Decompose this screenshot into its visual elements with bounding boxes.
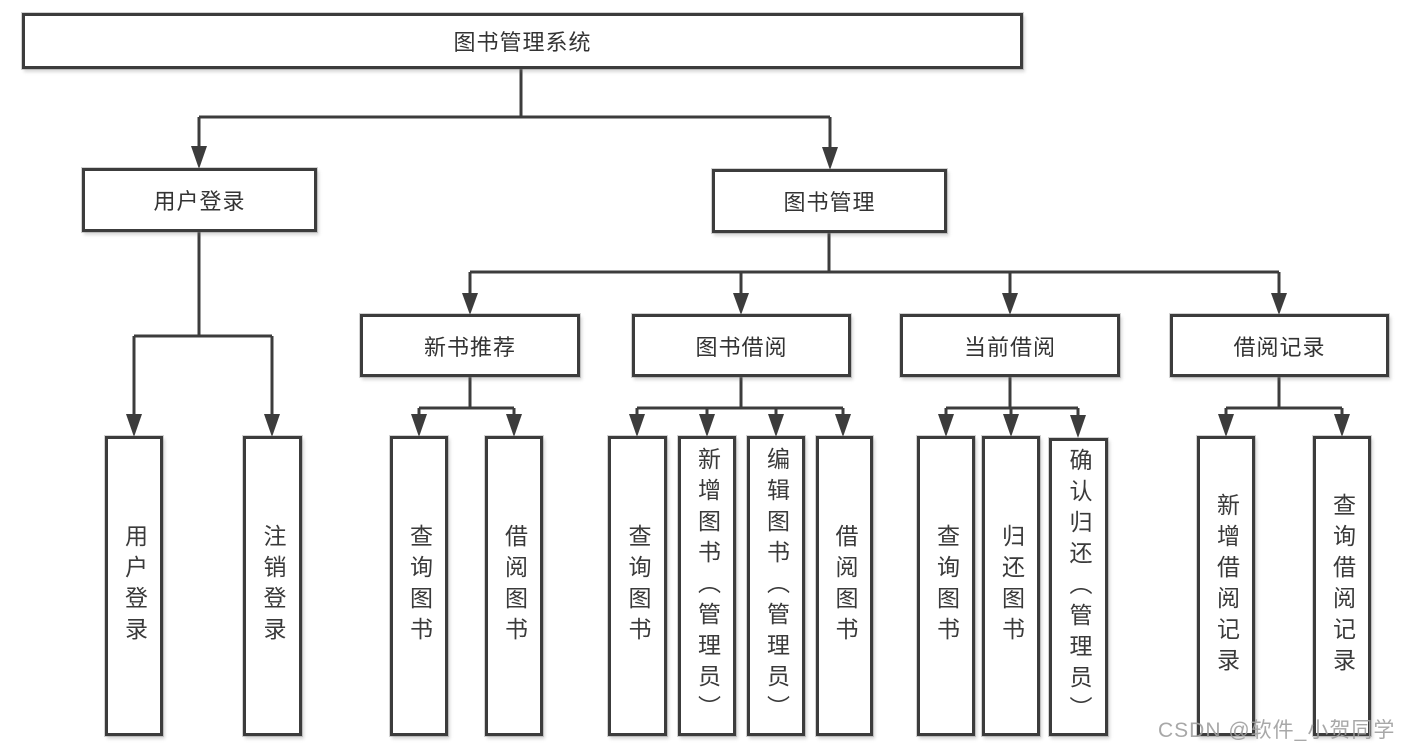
node-label: 图书管理 [783,190,876,215]
leaf-query-books-recommend: 查询图书 [390,436,448,736]
node-label: 查询图书 [933,524,960,648]
node-label: 新增借阅记录 [1213,493,1240,679]
node-label: 用户登录 [121,524,148,648]
node-label: 查询图书 [406,524,433,648]
csdn-watermark: CSDN @软件_小贺同学 [1158,719,1396,742]
node-label: 图书管理系统 [453,30,592,55]
node-label: 注销登录 [260,524,286,648]
node-label: 用户登录 [153,189,246,214]
node-label: 借阅图书 [501,524,528,648]
leaf-borrow-books: 借阅图书 [816,436,873,736]
node-label: 查询借阅记录 [1329,493,1356,679]
node-label: 编辑图书（管理员） [763,446,790,726]
node-current-borrow: 当前借阅 [900,314,1120,377]
node-borrow-records: 借阅记录 [1170,314,1389,377]
leaf-add-book-admin: 新增图书（管理员） [678,436,736,736]
node-library-system-root: 图书管理系统 [22,13,1023,69]
leaf-borrow-books-recommend: 借阅图书 [485,436,543,736]
node-book-management: 图书管理 [712,169,947,233]
leaf-query-borrow-record: 查询借阅记录 [1313,436,1371,736]
node-label: 归还图书 [998,524,1025,648]
leaf-logout: 注销登录 [243,436,302,736]
leaf-add-borrow-record: 新增借阅记录 [1197,436,1255,736]
node-label: 借阅图书 [832,524,858,648]
node-book-borrow: 图书借阅 [632,314,851,377]
node-label: 借阅记录 [1233,334,1326,360]
node-label: 新书推荐 [423,334,516,360]
node-label: 当前借阅 [963,334,1056,360]
leaf-confirm-return-admin: 确认归还（管理员） [1049,438,1108,736]
leaf-user-login: 用户登录 [105,436,163,736]
node-label: 确认归还（管理员） [1066,447,1092,727]
node-label: 新增图书（管理员） [694,446,721,726]
leaf-query-books-borrow: 查询图书 [608,436,667,736]
node-user-login-branch: 用户登录 [82,168,317,232]
node-new-book-recommend: 新书推荐 [360,314,580,377]
node-label: 查询图书 [625,524,651,648]
leaf-edit-book-admin: 编辑图书（管理员） [747,436,805,736]
node-label: 图书借阅 [695,334,788,360]
leaf-query-books-current: 查询图书 [917,436,975,736]
leaf-return-book: 归还图书 [982,436,1040,736]
